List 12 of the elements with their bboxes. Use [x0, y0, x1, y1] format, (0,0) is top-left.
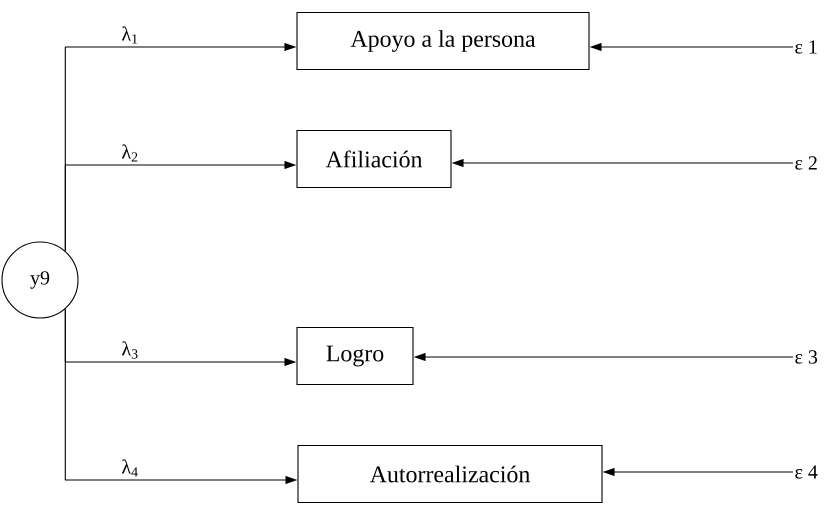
edge-label: λ$_{2}$ — [122, 144, 138, 162]
variable-box: Afiliación — [296, 130, 452, 188]
variable-box: Apoyo a la persona — [296, 12, 590, 70]
error-term-label: ε 2 — [795, 156, 817, 170]
error-term-label: ε 3 — [795, 350, 818, 364]
edge-label: λ$_{4}$ — [122, 459, 138, 477]
edge-label: λ$_{1}$ — [122, 26, 138, 44]
error-term-label: ε 1 — [795, 40, 817, 54]
error-term-label: ε 4 — [795, 465, 818, 479]
variable-box: Autorrealización — [297, 444, 603, 504]
variable-box: Logro — [296, 326, 414, 386]
edge-label: λ$_{3}$ — [122, 341, 138, 359]
